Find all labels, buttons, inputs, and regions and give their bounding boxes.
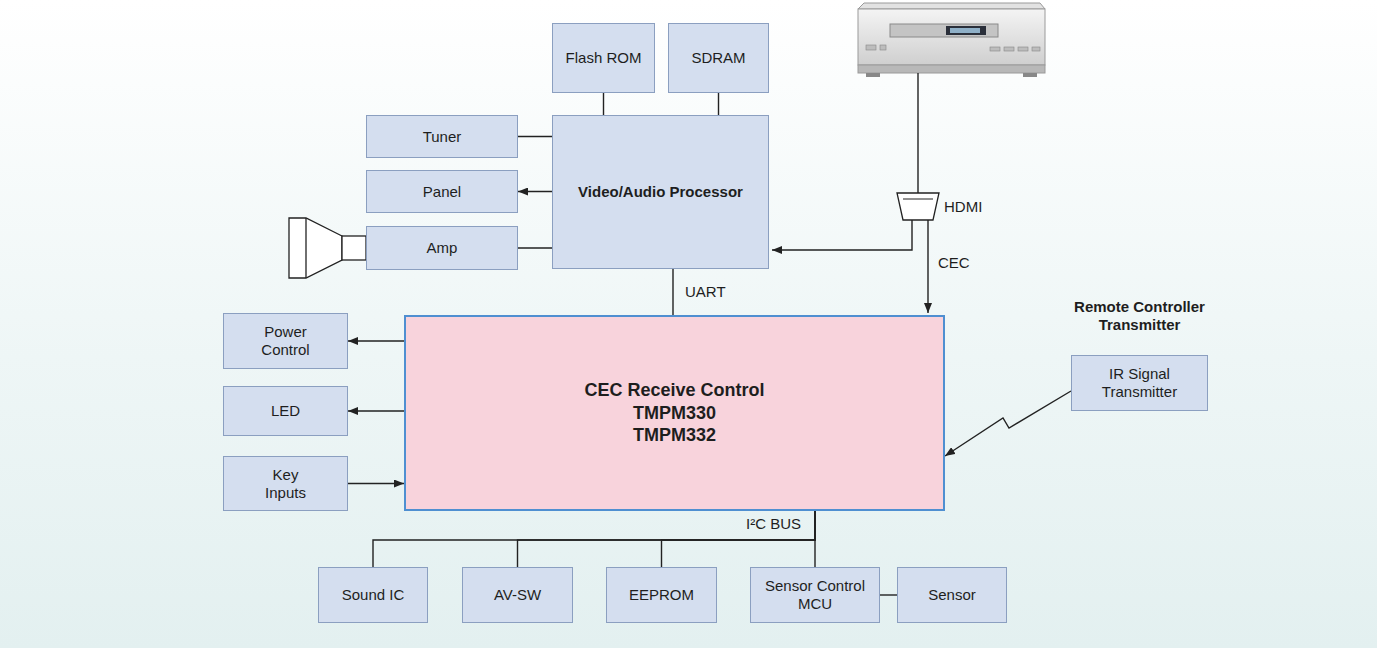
edge-label: UART <box>685 283 726 301</box>
connector <box>348 483 404 484</box>
node-text: Video/Audio Processor <box>578 183 743 201</box>
node-text: EEPROM <box>629 586 694 604</box>
node-text: Amp <box>427 239 458 257</box>
connector <box>518 191 552 192</box>
memory-box: SDRAM <box>668 23 769 93</box>
node-text: Sensor Control MCU <box>759 577 871 613</box>
hdmi-plug <box>897 193 939 220</box>
connector <box>662 511 816 567</box>
node-text: Flash ROM <box>566 49 642 67</box>
bus-label: I²C BUS <box>746 515 801 533</box>
connector <box>373 511 815 567</box>
connector <box>518 511 816 567</box>
node-text: AV-SW <box>494 586 541 604</box>
node-text: Power Control <box>246 323 326 359</box>
connector <box>718 93 719 115</box>
connector <box>348 410 404 411</box>
peripheral-box: Sensor Control MCU <box>750 567 880 623</box>
node-text: SDRAM <box>691 49 745 67</box>
peripheral-box: Sound IC <box>318 567 428 623</box>
transmitter-box: Remote Controller TransmitterIR Signal T… <box>1071 355 1208 411</box>
process-box: Power Control <box>223 313 348 369</box>
connector <box>518 247 552 248</box>
connector <box>814 511 815 567</box>
node-heading: Remote Controller Transmitter <box>1055 298 1225 334</box>
memory-box: Flash ROM <box>552 23 655 93</box>
node-text: IR Signal Transmitter <box>1090 365 1190 401</box>
node-text: Panel <box>423 183 461 201</box>
wireless-link <box>945 391 1071 456</box>
connector <box>518 136 552 137</box>
processor-box: Video/Audio Processor <box>552 115 769 269</box>
node-text: Key Inputs <box>256 466 316 502</box>
process-box: Panel <box>366 170 518 213</box>
process-box: Amp <box>366 226 518 270</box>
process-box: Tuner <box>366 115 518 158</box>
node-text: Sensor <box>928 586 976 604</box>
connector <box>672 269 673 315</box>
hdmi-plug-detail <box>903 199 933 200</box>
connector <box>603 93 604 115</box>
peripheral-box: AV-SW <box>462 567 573 623</box>
speaker-symbol <box>289 218 366 278</box>
signal-label: CEC <box>938 254 970 272</box>
process-box: LED <box>223 386 348 436</box>
connector <box>880 594 897 595</box>
node-text: LED <box>271 402 300 420</box>
sensor-box: Sensor <box>897 567 1007 623</box>
node-text: CEC Receive Control <box>584 379 764 402</box>
peripheral-box: EEPROM <box>606 567 717 623</box>
controller-box: CEC Receive ControlTMPM330TMPM332 <box>404 315 945 511</box>
node-text: Tuner <box>423 128 462 146</box>
connector-label: HDMI <box>944 198 982 216</box>
dvd-player <box>858 3 1045 77</box>
node-text: TMPM332 <box>633 424 716 447</box>
node-text: TMPM330 <box>633 402 716 425</box>
process-box: Key Inputs <box>223 456 348 511</box>
connector <box>348 340 404 341</box>
node-text: Sound IC <box>342 586 405 604</box>
